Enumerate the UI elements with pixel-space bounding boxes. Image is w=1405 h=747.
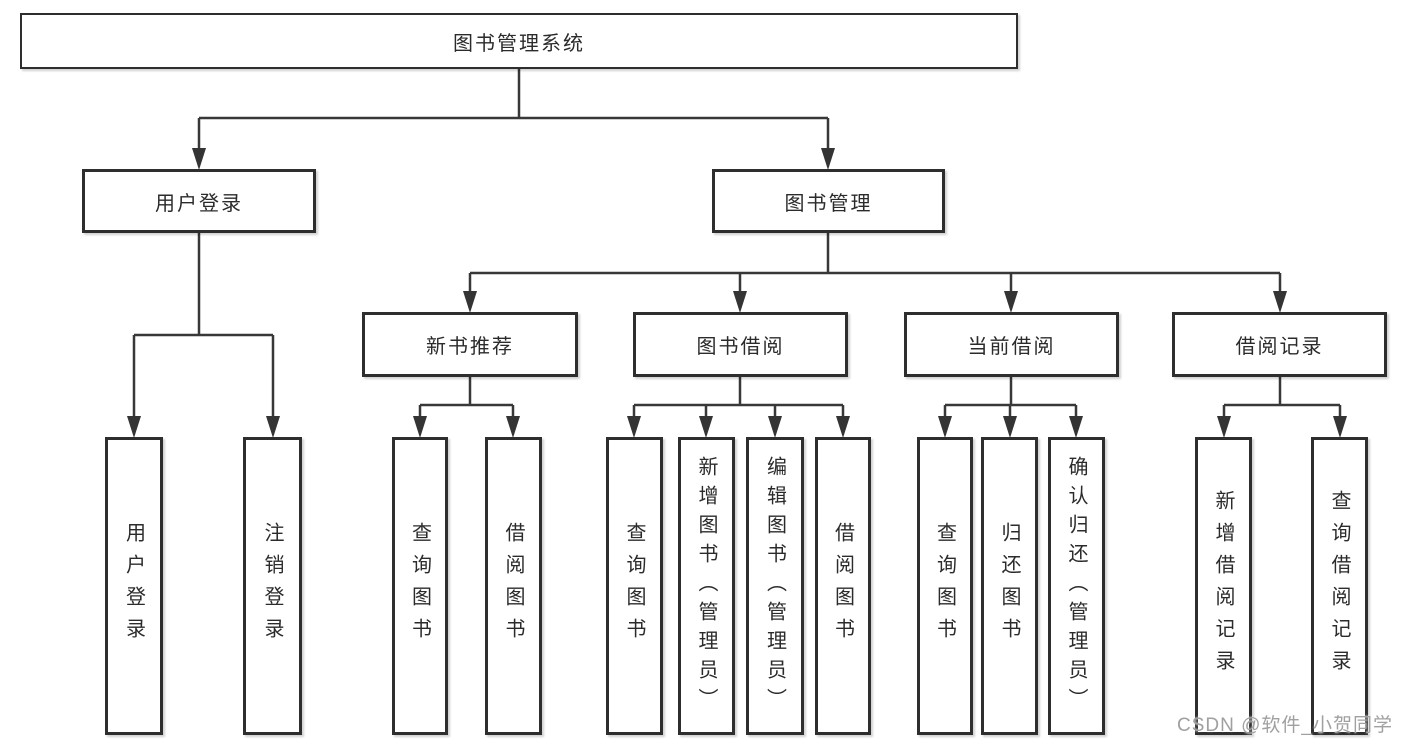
leaf-search-books-recommend: 查询图书 [392, 437, 448, 735]
leaf-user-login: 用户登录 [105, 437, 163, 735]
node-new-book-recommendation: 新书推荐 [362, 312, 578, 377]
node-current-borrowing: 当前借阅 [904, 312, 1119, 377]
leaf-logout: 注销登录 [243, 437, 302, 735]
root-node-label: 图书管理系统 [453, 32, 585, 55]
root-node-library-management-system: 图书管理系统 [20, 13, 1018, 69]
node-borrowing-records-label: 借阅记录 [1235, 336, 1324, 358]
connector-new-book-branch [413, 377, 520, 438]
leaf-edit-books-admin: 编辑图书（管理员） [746, 437, 804, 735]
node-new-book-recommendation-label: 新书推荐 [426, 336, 514, 358]
node-book-borrowing: 图书借阅 [633, 312, 848, 377]
node-current-borrowing-label: 当前借阅 [967, 336, 1056, 358]
connector-root-to-level2 [192, 69, 835, 170]
connector-current-borrowing-branch [938, 377, 1083, 438]
leaf-confirm-return-admin: 确认归还（管理员） [1048, 437, 1105, 735]
leaf-search-books-borrowing: 查询图书 [606, 437, 663, 735]
leaf-return-books: 归还图书 [981, 437, 1038, 735]
node-borrowing-records: 借阅记录 [1172, 312, 1387, 377]
leaf-search-books-current: 查询图书 [917, 437, 973, 735]
leaf-search-borrow-record: 查询借阅记录 [1311, 437, 1368, 735]
connector-book-borrowing-branch [627, 377, 850, 438]
leaf-borrow-books-borrowing: 借阅图书 [815, 437, 871, 735]
leaf-borrow-books-recommend: 借阅图书 [485, 437, 542, 735]
connector-book-management-branch [463, 233, 1287, 313]
connector-user-login-branch [127, 233, 280, 438]
connector-borrowing-records-branch [1217, 377, 1347, 438]
node-book-borrowing-label: 图书借阅 [696, 336, 785, 358]
csdn-watermark: CSDN @软件_小贺同学 [1177, 715, 1393, 736]
node-user-login-label: 用户登录 [155, 192, 243, 215]
node-user-login: 用户登录 [82, 169, 316, 233]
node-book-management: 图书管理 [712, 169, 945, 233]
node-book-management-label: 图书管理 [784, 192, 873, 215]
leaf-add-borrow-record: 新增借阅记录 [1195, 437, 1252, 735]
leaf-add-books-admin: 新增图书（管理员） [678, 437, 735, 735]
